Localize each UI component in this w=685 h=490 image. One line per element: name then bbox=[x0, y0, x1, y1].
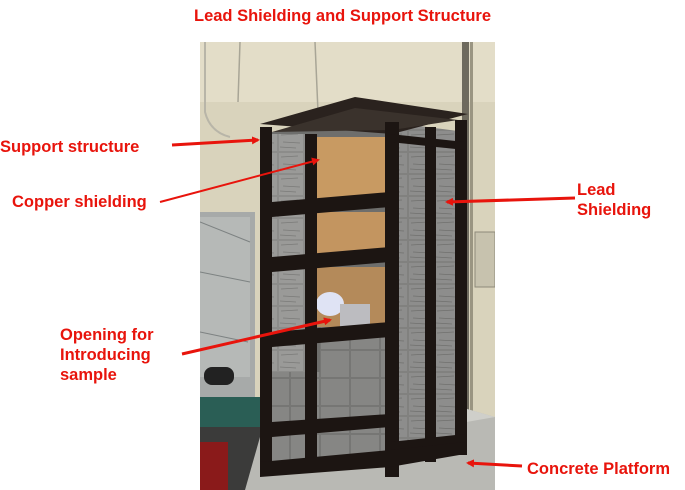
opening-label-line2: Introducing bbox=[60, 346, 151, 364]
opening-label-line3: sample bbox=[60, 366, 117, 384]
lead-shielding-label-line1: Lead bbox=[577, 181, 616, 199]
support-structure-label: Support structure bbox=[0, 138, 140, 156]
lead-shielding-label: Lead Shielding bbox=[577, 180, 651, 220]
opening-label-line1: Opening for bbox=[60, 326, 154, 344]
shielding-photo bbox=[200, 42, 495, 490]
copper-shielding-label: Copper shielding bbox=[12, 193, 147, 211]
lead-shielding-label-line2: Shielding bbox=[577, 201, 652, 219]
concrete-platform-label: Concrete Platform bbox=[527, 460, 671, 478]
opening-label: Opening for Introducing sample bbox=[60, 325, 154, 385]
figure-title: Lead Shielding and Support Structure bbox=[193, 7, 492, 25]
